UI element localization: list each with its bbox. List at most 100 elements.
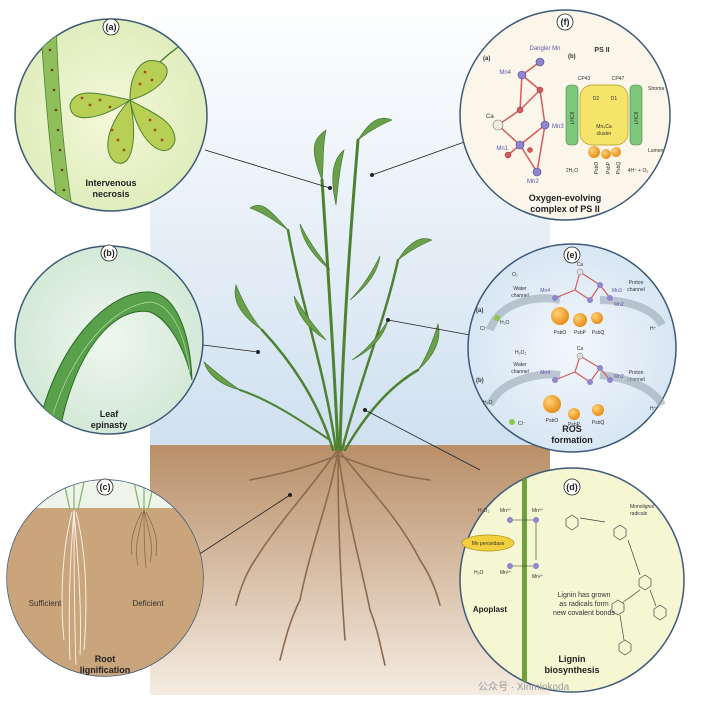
e-water-a-line1: Water [513, 286, 526, 292]
e-hplus-b: H⁺ [650, 406, 657, 412]
e-ca-b: Ca [577, 346, 584, 352]
panel-d-caption-line1: Lignin [559, 654, 586, 664]
e-water-b-line2: channel [511, 369, 529, 375]
e-ca-a: Ca [577, 262, 584, 268]
panel-e-tag: (e) [567, 250, 578, 260]
panel-b-caption-line2: epinasty [91, 420, 128, 430]
mn-peroxidase-enzyme [461, 534, 515, 552]
e-mn-atoms-b [552, 365, 613, 385]
o-atoms [504, 86, 544, 159]
panel-b-caption-line1: Leaf [100, 409, 120, 419]
e-proton-a-line1: Proton [629, 280, 644, 286]
e-mn2-a: Mn2 [614, 302, 624, 308]
d-monolignol-line2: radicals [630, 511, 648, 517]
panel-f-oxygen-evolving-complex: (f) (a) (b) Dangler Mn Mn4 Mn3 Mn1 Mn2 C… [459, 9, 671, 221]
e-psbo-b: PsbO [546, 418, 559, 424]
psii-core-protein [579, 84, 629, 146]
panel-a-tag: (a) [106, 22, 117, 32]
trifoliate-leaflets [69, 60, 176, 164]
e-psbq-a: PsbQ [592, 330, 605, 336]
lhcii-right [629, 84, 643, 146]
panel-d-lignin-biosynthesis: (d) H₂O₂ H₂O Mn peroxidase Mn³⁺ Mn²⁺ Mn³… [459, 467, 685, 693]
sufficient-roots [61, 509, 87, 666]
f-cp43-label: CP43 [578, 76, 591, 82]
e-proton-b-line1: Proton [629, 370, 644, 376]
grass-leaf-blade [39, 19, 75, 211]
panel-e-ros-formation: (e) (a) Water channel Proton channel Ca … [467, 243, 677, 453]
f-extrinsic-proteins [588, 146, 621, 159]
e-mn2-b: Mn2 [614, 374, 624, 380]
panel-b-tag: (b) [103, 248, 115, 258]
e-water-b-line1: Water [513, 362, 526, 368]
panel-f-sub-b: (b) [568, 54, 576, 60]
panel-d-caption-line2: biosynthesis [544, 665, 599, 675]
ca-atom [492, 119, 504, 131]
e-mn-atoms-a [552, 282, 613, 303]
d-mn2-left: Mn²⁺ [500, 570, 512, 576]
f-lumen-label: Lumen [648, 148, 664, 154]
f-water-label: 2H₂O [566, 168, 578, 174]
d-mn3-right: Mn³⁺ [532, 508, 544, 514]
e-o2-a: O₂ [512, 272, 518, 278]
panel-c-sufficient-label: Sufficient [29, 599, 63, 608]
e-h2o2-b: H₂O₂ [515, 350, 526, 356]
f-cluster-line1: Mn₄Ca [596, 124, 612, 130]
panel-c-deficient-label: Deficient [132, 599, 164, 608]
f-ca-label: Ca [486, 114, 494, 120]
panel-e-caption-line1: ROS [562, 424, 582, 434]
d-note-line3: new covalent bonds [553, 610, 615, 617]
e-psbo-a: PsbO [554, 330, 567, 336]
e-psbq-b: PsbQ [592, 420, 605, 426]
f-psii-label: PS II [594, 47, 609, 54]
f-mn2-label: Mn2 [527, 179, 539, 185]
panel-d-tag: (d) [566, 482, 578, 492]
panel-c-tag: (c) [100, 482, 111, 492]
e-psbp-a: PsbP [574, 330, 587, 336]
e-mn4-a: Mn4 [540, 288, 550, 294]
d-mn2-right: Mn²⁺ [532, 574, 544, 580]
panel-c-caption-line1: Root [95, 654, 116, 664]
e-hplus-a: H⁺ [650, 326, 657, 332]
panel-b-leaf-epinasty: (b) Leaf epinasty [14, 244, 204, 435]
e-proteins-b [543, 395, 604, 420]
f-lhcii-right-label: LHCII [634, 112, 640, 125]
e-h2o-a: H₂O [500, 320, 510, 326]
f-d1-label: D1 [611, 96, 618, 102]
f-mn1-label: Mn1 [496, 146, 508, 152]
e-cl-a: Cl⁻ [480, 326, 488, 332]
e-cl-b: Cl⁻ [518, 421, 526, 427]
panel-f-tag: (f) [561, 17, 570, 27]
grass-necrosis-spots [48, 48, 66, 192]
f-cluster-line2: cluster [597, 131, 612, 137]
f-cp47-label: CP47 [612, 76, 625, 82]
f-d2-label: D2 [593, 96, 600, 102]
f-mn4-label: Mn4 [499, 70, 511, 76]
mn-atoms [515, 57, 550, 177]
wheat-plant [239, 138, 420, 452]
e-mn3-a: Mn3 [612, 288, 622, 294]
panel-a-intervenous-necrosis: (a) Intervenous necrosis [14, 18, 208, 212]
f-psbq-label: PsbQ [616, 162, 622, 175]
drooping-leaf [39, 291, 193, 431]
panel-f-sub-a: (a) [483, 56, 490, 62]
e-cl-atom-b [509, 419, 515, 425]
d-molecule-sketches [565, 514, 667, 656]
lhcii-left [565, 84, 579, 146]
leaflet-necrosis-spots [80, 70, 164, 152]
f-mn3-label: Mn3 [552, 124, 564, 130]
panel-e-caption-line2: formation [551, 435, 593, 445]
f-psbo-label: PsbO [594, 162, 600, 175]
d-monolignol-line1: Monolignol [630, 504, 654, 510]
f-products-label: 4H⁺ + O₂ [628, 168, 649, 174]
e-mn4-b: Mn4 [540, 370, 550, 376]
d-note-line1: Lignin has grown [558, 592, 611, 599]
e-cl-atom-a [494, 315, 500, 321]
d-h2o2-label: H₂O₂ [478, 508, 489, 514]
panel-a-badge [102, 18, 120, 36]
e-psbp-b: PsbP [568, 422, 581, 428]
panel-c-caption-line2: lignification [80, 665, 131, 675]
d-enzyme-label: Mn peroxidase [472, 541, 505, 547]
deficient-roots [130, 509, 158, 569]
panel-f-caption-line1: Oxygen-evolving [529, 193, 602, 203]
